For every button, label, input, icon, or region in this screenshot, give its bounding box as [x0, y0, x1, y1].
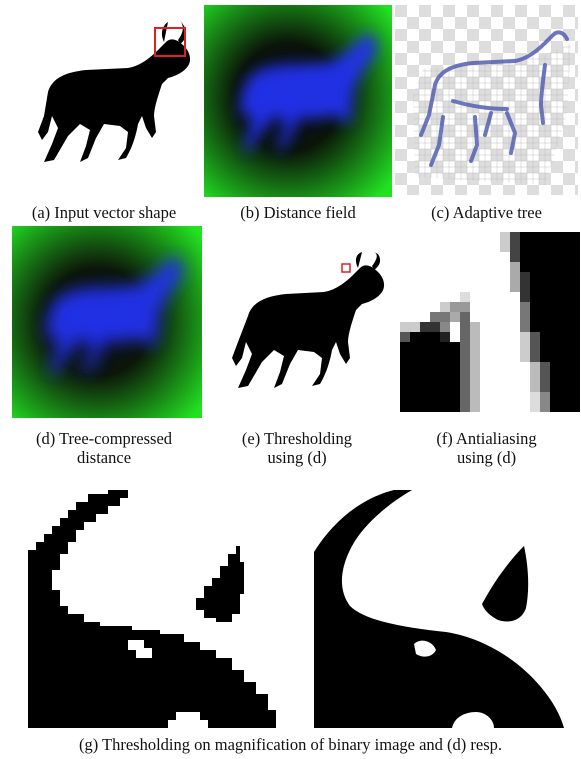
caption-e-line2: using (d) [267, 448, 327, 467]
caption-a: (a) Input vector shape [31, 203, 177, 222]
panel-magnified-binary [28, 490, 290, 728]
caption-e-line1: (e) Thresholding [241, 429, 353, 448]
panel-thresholding [212, 252, 390, 416]
panel-input-vector-shape [8, 20, 202, 190]
highlight-box [154, 27, 186, 57]
panel-tree-compressed-distance [12, 226, 202, 418]
caption-f-line1: (f) Antialiasing [436, 429, 537, 448]
caption-c: (c) Adaptive tree [431, 203, 542, 222]
panel-distance-field [204, 5, 392, 197]
caption-d-line2: distance [76, 448, 132, 467]
panel-magnified-thresholded [314, 490, 576, 728]
caption-b: (b) Distance field [240, 203, 356, 222]
caption-d-line1: (d) Tree-compressed [35, 429, 173, 448]
highlight-box [341, 263, 351, 273]
caption-f-line2: using (d) [456, 448, 517, 467]
caption-g: (g) Thresholding on magnification of bin… [78, 735, 503, 754]
panel-antialiasing [400, 232, 580, 412]
panel-adaptive-tree [395, 5, 578, 195]
